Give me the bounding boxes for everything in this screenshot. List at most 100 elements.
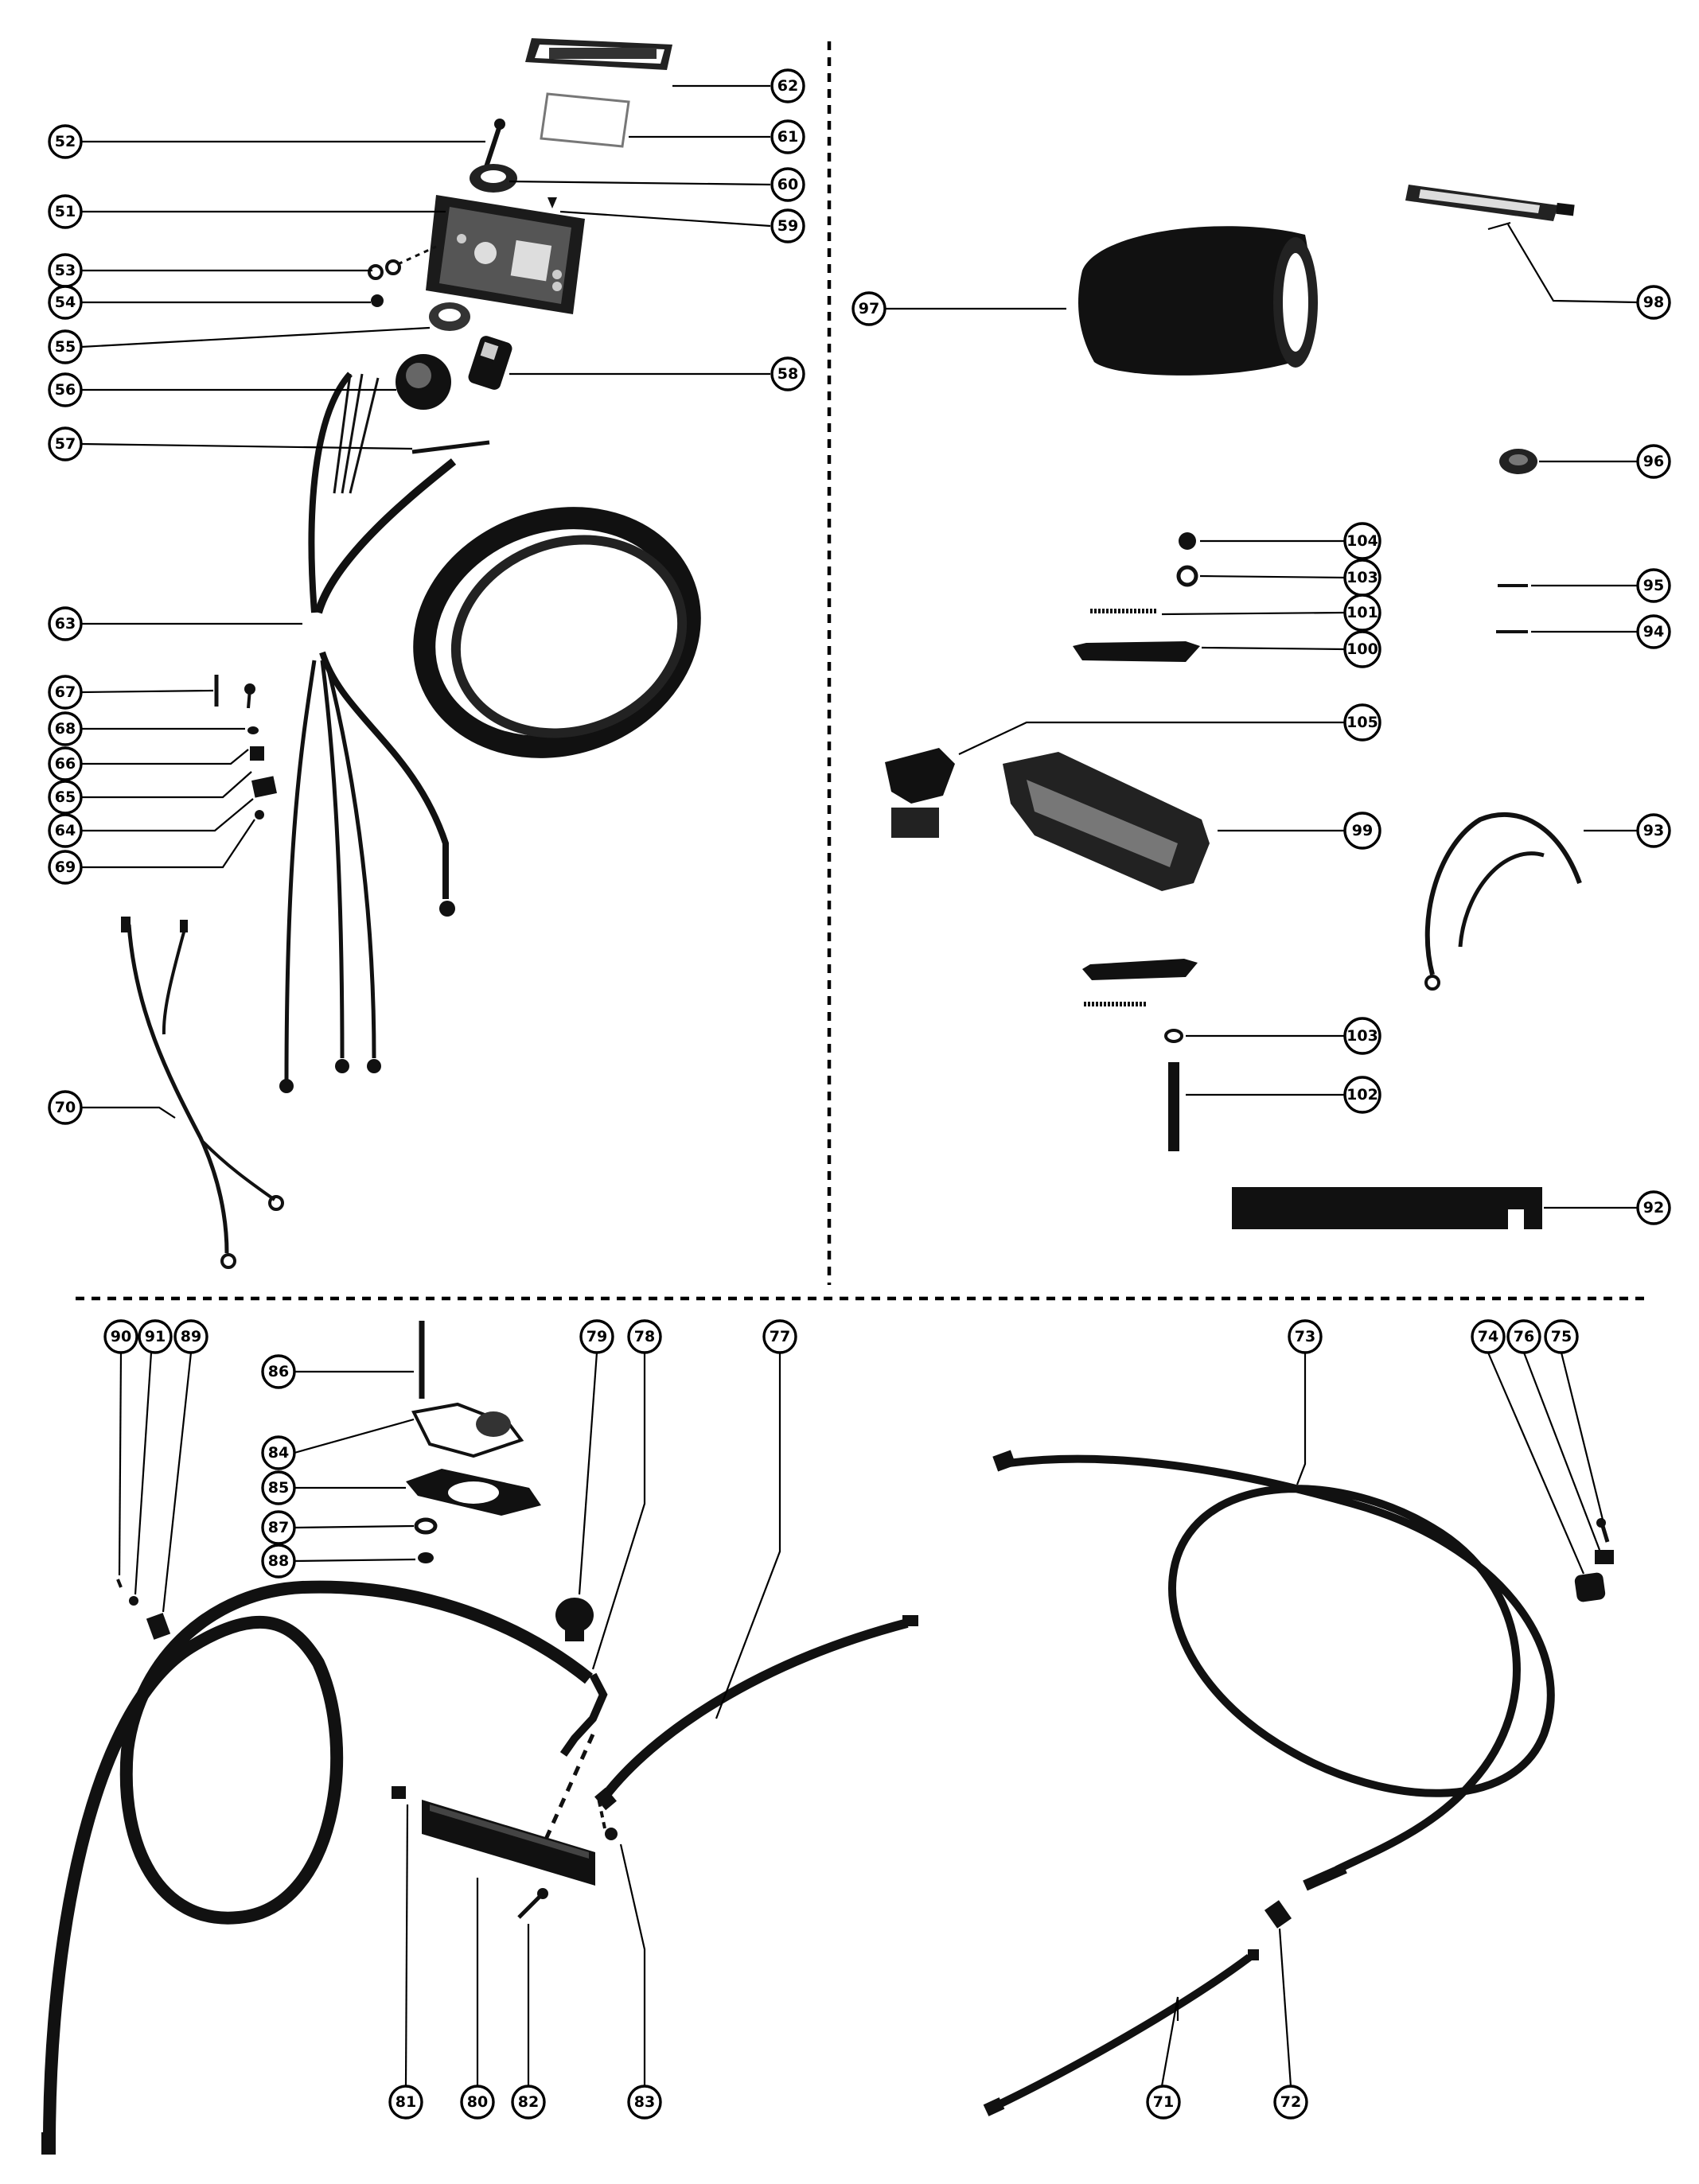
callout-72: 72 [1273, 2085, 1308, 2120]
svg-text:60: 60 [777, 176, 798, 193]
svg-text:68: 68 [55, 720, 76, 738]
callout-79: 79 [579, 1319, 614, 1354]
svg-text:95: 95 [1643, 577, 1664, 594]
callout-77: 77 [762, 1319, 797, 1354]
svg-text:89: 89 [181, 1328, 201, 1345]
part-fitting-90 [116, 1579, 123, 1588]
svg-text:97: 97 [859, 300, 879, 317]
svg-text:59: 59 [777, 217, 798, 235]
svg-text:93: 93 [1643, 822, 1664, 839]
callout-66: 66 [48, 746, 83, 781]
part-nut-104 [1179, 532, 1196, 550]
svg-text:69: 69 [55, 858, 76, 876]
part-lever-spring-lower [1082, 959, 1198, 1006]
part-latch-105 [885, 748, 955, 838]
callout-61: 61 [770, 119, 805, 154]
callout-93: 93 [1636, 813, 1671, 848]
callout-76: 76 [1506, 1319, 1541, 1354]
callout-96: 96 [1636, 444, 1671, 479]
svg-text:77: 77 [770, 1328, 790, 1345]
svg-text:55: 55 [55, 338, 76, 356]
callout-99: 99 [1343, 812, 1381, 850]
callout-103a: 103 [1343, 559, 1381, 597]
svg-text:72: 72 [1280, 2093, 1301, 2111]
part-cable-93 [1424, 812, 1582, 991]
part-washer-103a [1176, 565, 1198, 587]
callout-55: 55 [48, 329, 83, 364]
callout-53: 53 [48, 253, 83, 288]
part-harness-63 [279, 372, 701, 1093]
callout-85: 85 [261, 1470, 296, 1505]
callout-92: 92 [1636, 1190, 1671, 1225]
callout-69: 69 [48, 850, 83, 885]
svg-text:96: 96 [1643, 453, 1664, 470]
callout-104: 104 [1343, 522, 1381, 560]
svg-text:81: 81 [396, 2093, 416, 2111]
callout-97: 97 [851, 291, 887, 326]
part-washer-66 [247, 726, 259, 734]
part-screw-82 [517, 1888, 548, 1919]
callout-64: 64 [48, 813, 83, 848]
part-plate-92 [1232, 1187, 1542, 1229]
svg-text:98: 98 [1643, 294, 1664, 311]
part-fitting-78 [539, 1672, 608, 1851]
svg-text:58: 58 [777, 365, 798, 383]
svg-text:80: 80 [467, 2093, 488, 2111]
svg-text:85: 85 [268, 1479, 289, 1497]
part-hose-71 [983, 1949, 1259, 2116]
part-nut-81 [392, 1786, 406, 1799]
part-washer-87 [414, 1517, 438, 1535]
part-screw-59 [547, 197, 557, 208]
part-washer-103b [1164, 1029, 1183, 1043]
part-boot-97 [1078, 226, 1318, 376]
part-grommet-79 [555, 1598, 594, 1641]
callout-75: 75 [1544, 1319, 1579, 1354]
callout-100: 100 [1343, 630, 1381, 668]
svg-text:52: 52 [55, 133, 76, 150]
part-washer-53 [368, 245, 437, 280]
part-switch-58 [468, 336, 512, 390]
svg-text:53: 53 [55, 262, 76, 279]
svg-text:74: 74 [1478, 1328, 1498, 1345]
svg-text:102: 102 [1346, 1086, 1378, 1104]
part-clip-65 [250, 746, 264, 761]
part-bracket-99 [1003, 752, 1210, 891]
part-hose-coiled [41, 1580, 593, 2155]
svg-text:94: 94 [1643, 623, 1664, 640]
svg-text:70: 70 [55, 1099, 76, 1116]
svg-text:101: 101 [1346, 604, 1378, 621]
svg-text:100: 100 [1346, 640, 1378, 658]
part-screw-75 [1596, 1518, 1610, 1543]
callout-105: 105 [1343, 703, 1381, 742]
callout-63: 63 [48, 606, 83, 641]
part-cover-84 [411, 1402, 524, 1458]
callout-84: 84 [261, 1435, 296, 1470]
svg-text:78: 78 [634, 1328, 655, 1345]
callout-59: 59 [770, 208, 805, 243]
part-decal-62 [525, 38, 672, 70]
callout-65: 65 [48, 780, 83, 815]
svg-text:76: 76 [1514, 1328, 1534, 1345]
part-block-80 [422, 1800, 595, 1886]
callout-73: 73 [1288, 1319, 1323, 1354]
svg-text:92: 92 [1643, 1199, 1664, 1217]
callout-91: 91 [138, 1319, 173, 1354]
part-bushing-96 [1499, 449, 1537, 474]
svg-text:79: 79 [586, 1328, 607, 1345]
leader-lines [80, 84, 1639, 2087]
svg-text:103: 103 [1346, 569, 1378, 586]
callout-62: 62 [770, 68, 805, 103]
callout-67: 67 [48, 675, 83, 710]
callout-89: 89 [173, 1319, 208, 1354]
svg-text:66: 66 [55, 755, 76, 773]
part-lead-70 [121, 917, 284, 1269]
callout-90: 90 [103, 1319, 138, 1354]
svg-text:83: 83 [634, 2093, 655, 2111]
part-connector-72 [1264, 1900, 1292, 1929]
callout-103b: 103 [1343, 1017, 1381, 1055]
svg-text:57: 57 [55, 435, 76, 453]
part-decal-61 [540, 92, 630, 148]
part-lever-100 [1073, 641, 1200, 662]
callout-68: 68 [48, 711, 83, 746]
